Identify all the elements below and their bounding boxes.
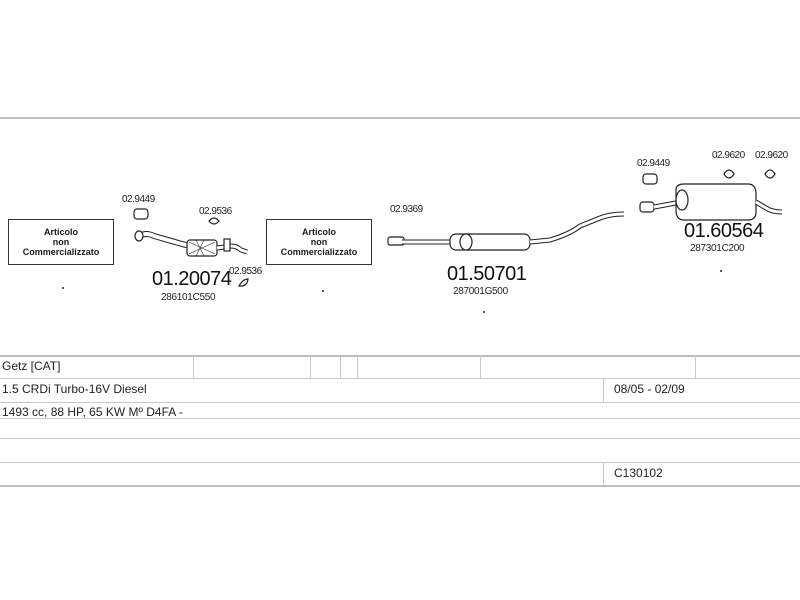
vehicle-model: Getz [CAT]	[2, 359, 61, 373]
not-sold-label-1: Articolo	[43, 227, 78, 237]
row-divider	[0, 378, 800, 379]
column-divider	[480, 356, 481, 378]
production-years: 08/05 - 02/09	[614, 382, 685, 396]
marker-dot	[62, 287, 64, 289]
not-sold-box-1: Articolo non Commercializzato	[8, 219, 114, 265]
fitting-code[interactable]: 02.9620	[755, 150, 788, 161]
front-pipe-drawing	[134, 230, 248, 257]
exhaust-drawing	[133, 169, 783, 287]
catalog-number: C130102	[614, 466, 663, 480]
column-divider	[340, 356, 341, 378]
engine-description: 1.5 CRDi Turbo-16V Diesel	[2, 382, 147, 396]
column-divider	[603, 463, 604, 485]
rear-silencer-drawing	[653, 183, 783, 221]
column-divider	[603, 379, 604, 402]
engine-specs: 1493 cc, 88 HP, 65 KW Mº D4FA -	[2, 405, 183, 419]
column-divider	[695, 356, 696, 378]
marker-dot	[322, 290, 324, 292]
oem-code-middle-silencer: 287001G500	[453, 286, 508, 297]
table-top-border	[0, 355, 800, 357]
not-sold-label-3: Commercializzato	[22, 247, 100, 257]
fitting-code[interactable]: 02.9620	[712, 150, 745, 161]
column-divider	[310, 356, 311, 378]
not-sold-label-1: Articolo	[301, 227, 336, 237]
fitting-code[interactable]: 02.9369	[390, 204, 423, 215]
fitting-code[interactable]: 02.9449	[122, 194, 155, 205]
table-bottom-border	[0, 485, 800, 487]
middle-silencer-drawing	[402, 211, 625, 251]
fitting-code[interactable]: 02.9449	[637, 158, 670, 169]
marker-dot	[720, 270, 722, 272]
fitting-code[interactable]: 02.9536	[199, 206, 232, 217]
column-divider	[357, 356, 358, 378]
row-divider	[0, 418, 800, 419]
oem-code-rear-silencer: 287301C200	[690, 243, 745, 254]
not-sold-box-2: Articolo non Commercializzato	[266, 219, 372, 265]
exhaust-diagram: Articolo non Commercializzato Articolo n…	[0, 118, 800, 354]
top-border	[0, 117, 800, 119]
part-code-middle-silencer[interactable]: 01.50701	[447, 263, 527, 285]
part-code-front-pipe[interactable]: 01.20074	[152, 268, 232, 290]
part-code-rear-silencer[interactable]: 01.60564	[684, 220, 764, 242]
row-divider	[0, 438, 800, 439]
row-divider	[0, 402, 800, 403]
not-sold-label-2: non	[52, 237, 70, 247]
marker-dot	[483, 311, 485, 313]
oem-code-front-pipe: 286101C550	[161, 292, 216, 303]
not-sold-label-3: Commercializzato	[280, 247, 358, 257]
fitting-code[interactable]: 02.9536	[229, 266, 262, 277]
not-sold-label-2: non	[310, 237, 328, 247]
row-divider	[0, 462, 800, 463]
column-divider	[193, 356, 194, 378]
